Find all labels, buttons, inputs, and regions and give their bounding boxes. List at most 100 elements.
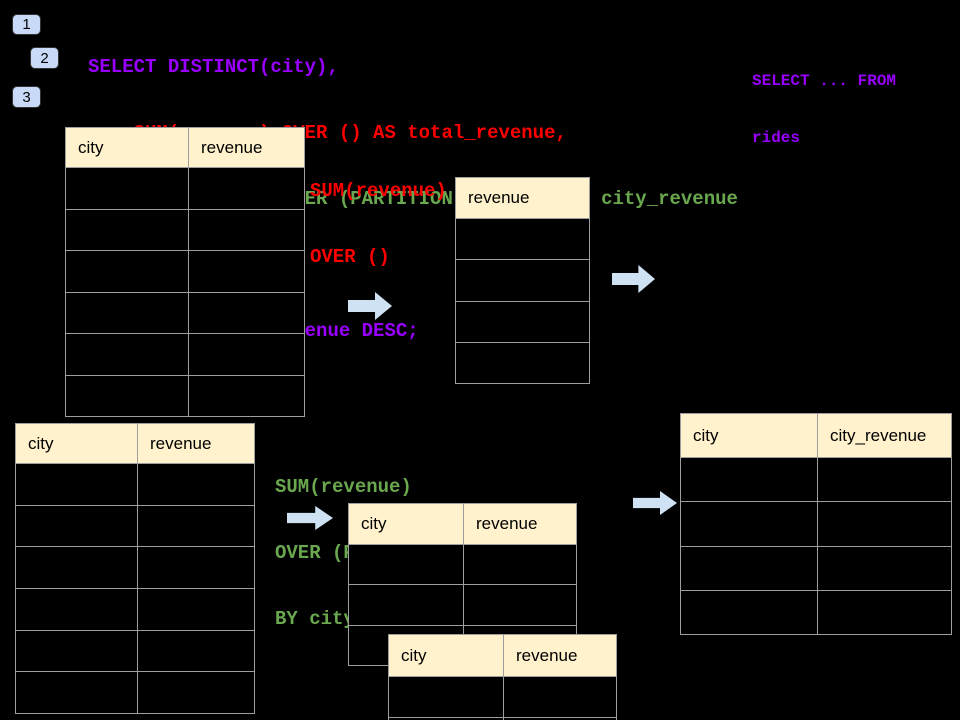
annotation-line: OVER ()	[310, 246, 390, 268]
empty-cell	[463, 545, 576, 585]
empty-cell	[137, 505, 254, 547]
empty-cell	[456, 302, 589, 342]
empty-cell	[16, 547, 137, 588]
table-row	[66, 250, 304, 292]
table-header-row: revenue	[456, 178, 589, 218]
empty-cell	[681, 502, 817, 545]
empty-cell	[66, 334, 188, 375]
right-arrow-icon	[348, 292, 392, 320]
table-row	[66, 167, 304, 209]
table-row	[16, 629, 254, 672]
empty-cell	[456, 260, 589, 300]
table-row	[389, 676, 616, 717]
empty-cell	[66, 168, 188, 209]
table-row	[456, 259, 589, 300]
table-row	[66, 208, 304, 251]
column-header: revenue	[137, 424, 254, 463]
step-badge-3: 3	[12, 86, 41, 108]
table-row	[681, 457, 951, 502]
empty-cell	[817, 458, 951, 502]
empty-cell	[188, 209, 304, 250]
empty-cell	[817, 502, 951, 546]
table-row	[16, 504, 254, 547]
empty-cell	[503, 718, 616, 720]
empty-cell	[681, 458, 817, 501]
column-header: city	[349, 504, 463, 544]
right-arrow-icon	[287, 506, 333, 530]
step-badge-1: 1	[12, 14, 41, 35]
empty-cell	[16, 464, 137, 505]
sql-line-select: SELECT DISTINCT(city),	[88, 56, 339, 78]
empty-cell	[456, 219, 589, 259]
table-row	[681, 589, 951, 634]
empty-cell	[137, 630, 254, 672]
column-header: revenue	[188, 128, 304, 167]
table-row	[16, 546, 254, 589]
right-arrow-icon	[612, 265, 655, 293]
table-row	[16, 671, 254, 714]
table-total-revenue: revenue	[455, 177, 590, 384]
empty-cell	[188, 168, 304, 209]
empty-cell	[66, 376, 188, 417]
empty-cell	[66, 251, 188, 292]
note-line: SELECT ... FROM	[752, 72, 897, 90]
table-row	[681, 501, 951, 546]
annotation-line: SUM(revenue)	[310, 180, 447, 202]
empty-cell	[16, 506, 137, 547]
empty-cell	[16, 589, 137, 630]
empty-cell	[817, 590, 951, 634]
right-arrow-icon	[633, 491, 677, 515]
select-from-note: SELECT ... FROM rides	[752, 34, 896, 186]
table-row	[66, 333, 304, 375]
empty-cell	[681, 591, 817, 634]
table-row	[456, 341, 589, 383]
annotation-total-revenue: SUM(revenue) OVER ()	[310, 136, 447, 312]
table-row	[349, 584, 576, 625]
empty-cell	[349, 585, 463, 624]
empty-cell	[16, 631, 137, 672]
empty-cell	[66, 210, 188, 251]
column-header: city	[66, 128, 188, 167]
empty-cell	[349, 545, 463, 584]
empty-cell	[456, 343, 589, 383]
empty-cell	[188, 375, 304, 416]
table-row	[681, 545, 951, 590]
empty-cell	[137, 547, 254, 589]
empty-cell	[389, 677, 503, 717]
empty-cell	[188, 334, 304, 375]
table-row	[349, 544, 576, 585]
table-row	[66, 374, 304, 417]
column-header: revenue	[503, 635, 616, 676]
empty-cell	[817, 546, 951, 590]
empty-cell	[16, 672, 137, 713]
table-row	[456, 218, 589, 259]
table-row	[389, 717, 616, 720]
table-row	[16, 463, 254, 505]
empty-cell	[503, 677, 616, 717]
annotation-line: SUM(revenue)	[275, 476, 412, 498]
empty-cell	[463, 585, 576, 625]
table-row	[456, 300, 589, 342]
column-header: revenue	[463, 504, 576, 544]
empty-cell	[66, 293, 188, 334]
column-header: revenue	[456, 178, 589, 218]
empty-cell	[137, 589, 254, 630]
empty-cell	[137, 672, 254, 714]
table-row	[16, 588, 254, 630]
step-badge-2: 2	[30, 47, 59, 69]
column-header: city_revenue	[817, 414, 951, 457]
table-row	[66, 291, 304, 334]
column-header: city	[16, 424, 137, 463]
empty-cell	[188, 251, 304, 292]
column-header: city	[389, 635, 503, 676]
